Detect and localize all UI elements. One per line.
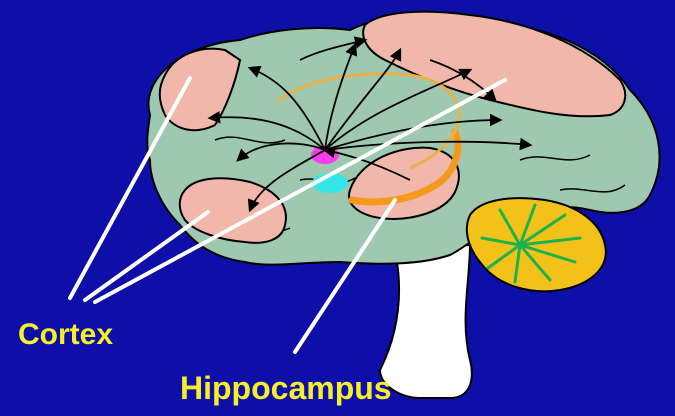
- pointer-line-temporal: [85, 212, 208, 300]
- cortex-label: Cortex: [18, 318, 113, 352]
- brainstem: [380, 245, 472, 398]
- cerebellum: [467, 198, 606, 291]
- hippocampus-label: Hippocampus: [180, 370, 392, 407]
